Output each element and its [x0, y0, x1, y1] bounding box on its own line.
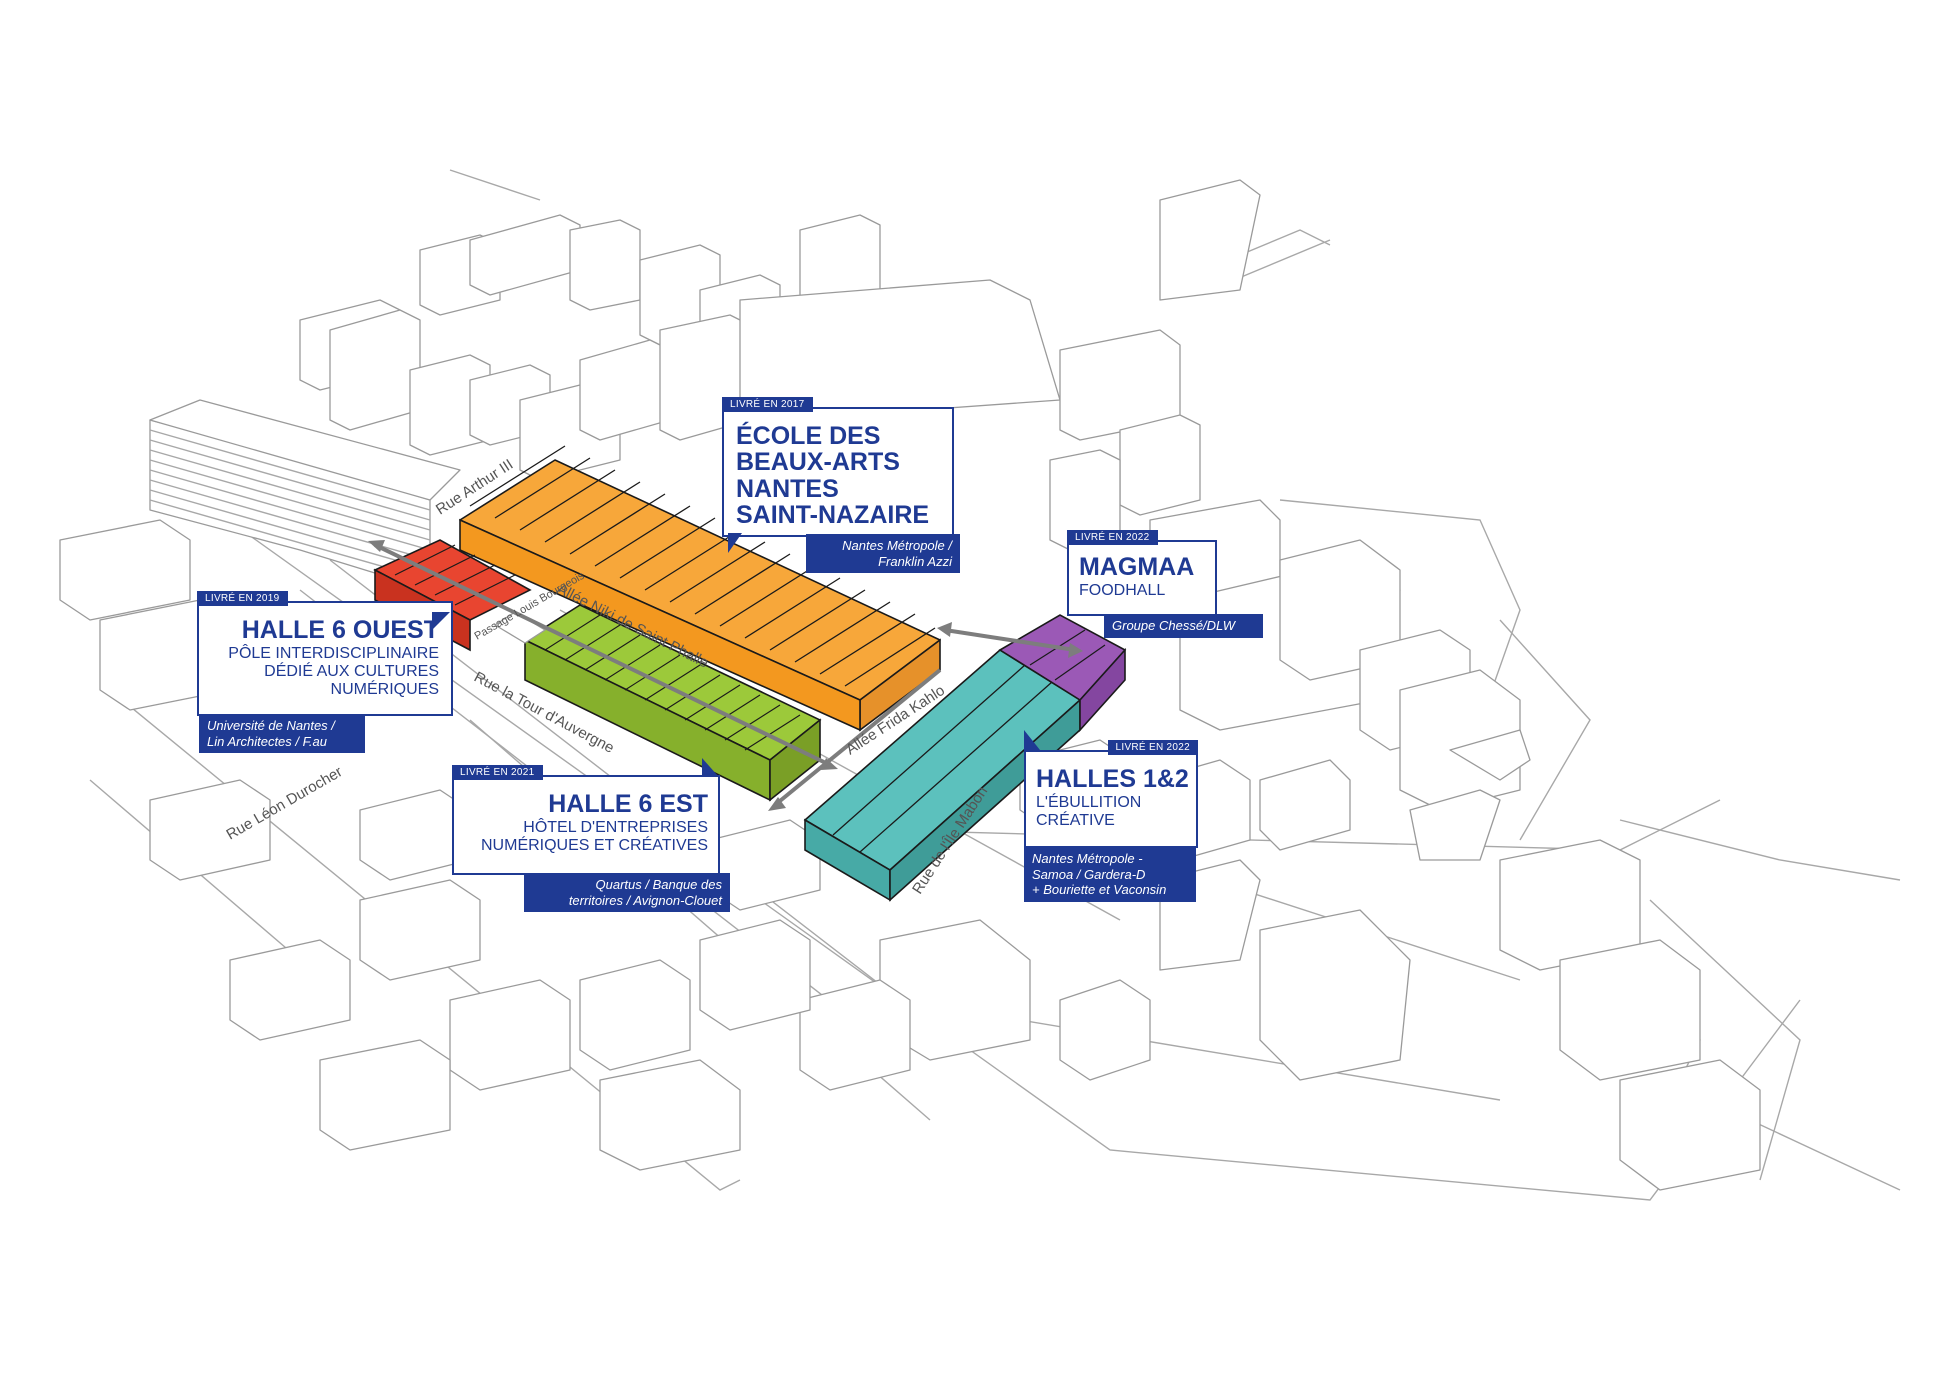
halles12-title: HALLES 1&2 [1036, 765, 1189, 793]
callout-halles-1-2: LIVRÉ EN 2022 HALLES 1&2 L'ÉBULLITION CR… [1024, 740, 1198, 848]
ecole-beaux-arts-hall [459, 445, 941, 732]
circulation-arrows [368, 540, 1083, 811]
magmaa-year-badge: LIVRÉ EN 2022 [1067, 530, 1158, 545]
ecole-credits: Nantes Métropole / Franklin Azzi [806, 534, 960, 574]
ecole-title: ÉCOLE DES BEAUX-ARTS NANTES SAINT-NAZAIR… [736, 422, 930, 529]
magmaa-subtitle: FOODHALL [1079, 582, 1166, 600]
callout-magmaa: LIVRÉ EN 2022 MAGMAA FOODHALL [1067, 530, 1217, 616]
halle6est-year-badge: LIVRÉ EN 2021 [452, 765, 543, 780]
halle6est-subtitle: HÔTEL D'ENTREPRISES NUMÉRIQUES ET CRÉATI… [481, 819, 708, 855]
magmaa-credits: Groupe Chessé/DLW [1104, 614, 1263, 638]
halle6ouest-credits: Université de Nantes / Lin Architectes /… [199, 714, 365, 754]
ecole-callout-pointer [728, 533, 742, 553]
callout-ecole-beaux-arts: LIVRÉ EN 2017 ÉCOLE DES BEAUX-ARTS NANTE… [722, 397, 954, 537]
halles12-subtitle: L'ÉBULLITION CRÉATIVE [1036, 794, 1142, 830]
halle6est-credits: Quartus / Banque des territoires / Avign… [524, 873, 730, 913]
halles12-year-badge: LIVRÉ EN 2022 [1107, 740, 1198, 755]
halle6est-callout-pointer [702, 758, 718, 776]
magmaa-title: MAGMAA [1079, 553, 1195, 581]
passage-block [494, 611, 546, 644]
callout-halle-6-est: LIVRÉ EN 2021 HALLE 6 EST HÔTEL D'ENTREP… [452, 765, 720, 875]
halle6ouest-subtitle: PÔLE INTERDISCIPLINAIRE DÉDIÉ AUX CULTUR… [228, 645, 439, 699]
halle6est-title: HALLE 6 EST [548, 790, 708, 818]
halle6ouest-callout-pointer [432, 612, 450, 630]
ecole-year-badge: LIVRÉ EN 2017 [722, 397, 813, 412]
halles12-credits: Nantes Métropole - Samoa / Gardera-D + B… [1024, 847, 1196, 902]
callout-halle-6-ouest: LIVRÉ EN 2019 HALLE 6 OUEST PÔLE INTERDI… [197, 591, 453, 716]
office-slab-building [149, 399, 461, 591]
halle6ouest-title: HALLE 6 OUEST [241, 616, 439, 644]
magmaa-building [998, 614, 1127, 733]
halle6ouest-year-badge: LIVRÉ EN 2019 [197, 591, 288, 606]
halles12-callout-pointer [1024, 730, 1040, 750]
